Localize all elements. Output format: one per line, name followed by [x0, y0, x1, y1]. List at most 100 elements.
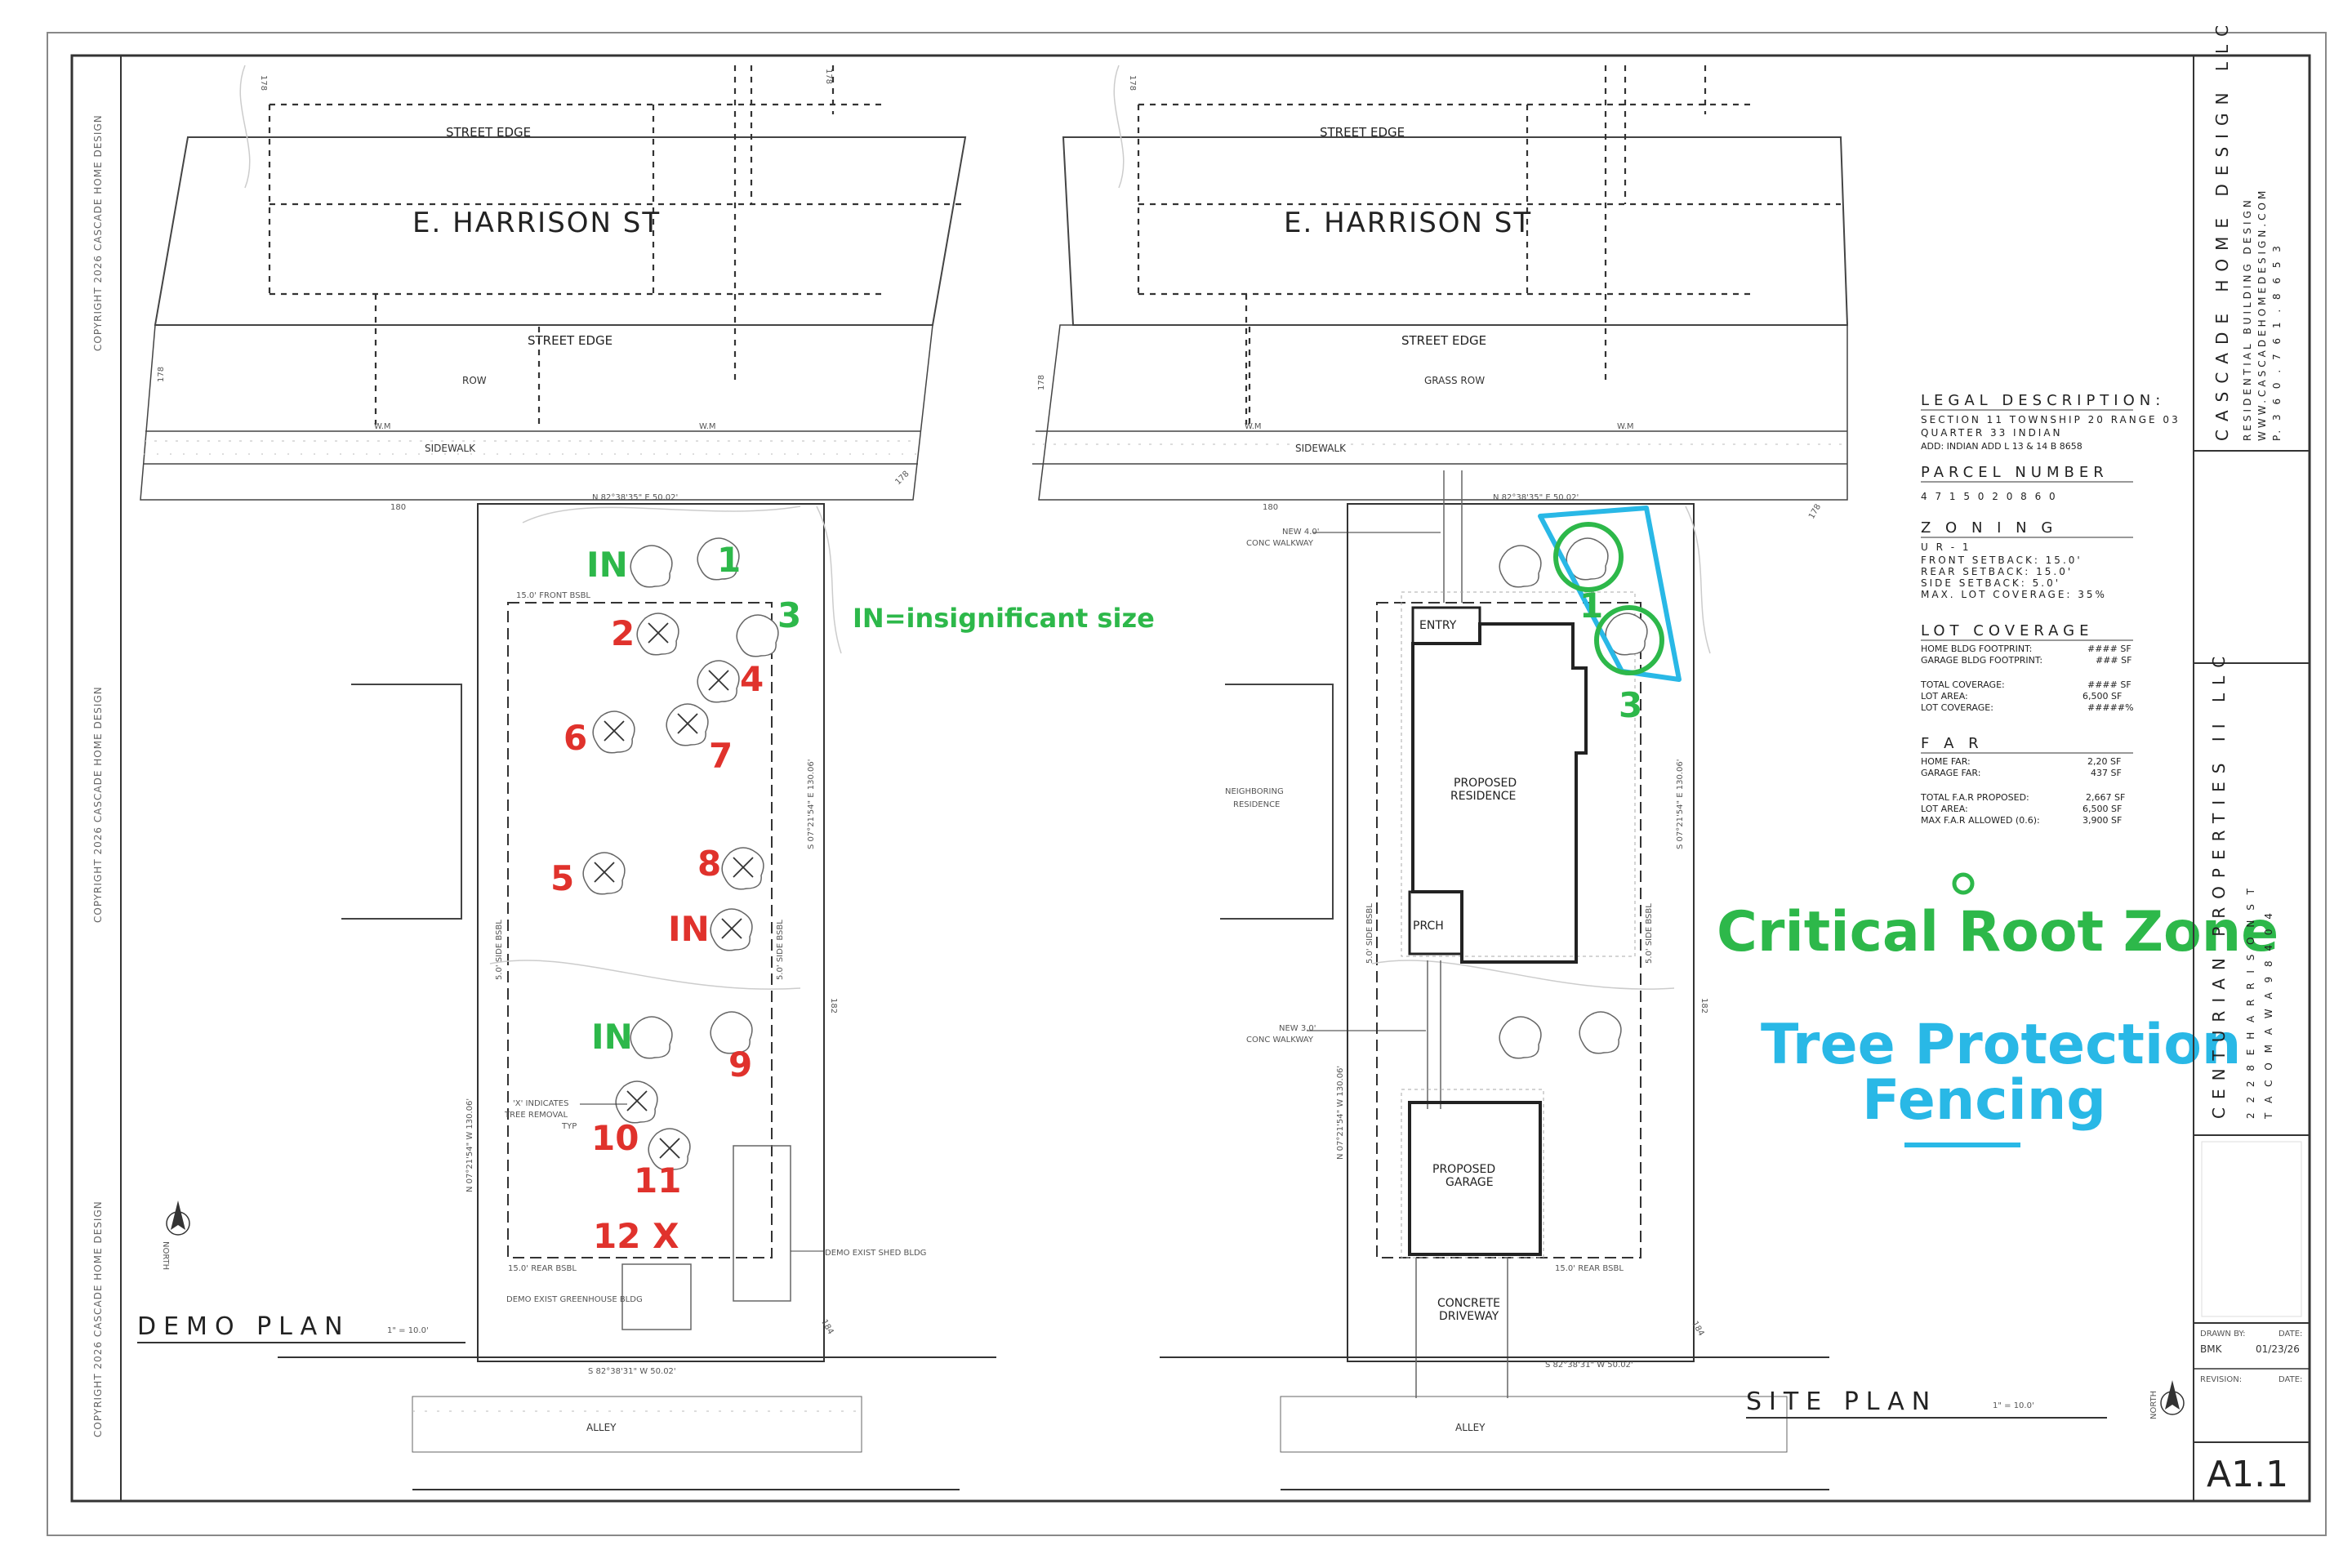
copyright-text: COPYRIGHT 2026 CASCADE HOME DESIGN	[92, 686, 104, 923]
lot-boundary	[1347, 503, 1695, 1362]
tree-removed	[697, 661, 739, 702]
tree-label-11: 11	[634, 1160, 681, 1200]
site-plan-scale: 1" = 10.0'	[1993, 1401, 2034, 1410]
tree-label-in: IN	[586, 545, 628, 585]
tree-label-2: 2	[611, 613, 635, 653]
alley-label: ALLEY	[1455, 1422, 1486, 1433]
water-meter-label: W.M	[1245, 422, 1262, 431]
elevation-label: 178	[1807, 502, 1823, 520]
far-heading: F A R	[1921, 735, 1984, 752]
rear-bsbl: 15.0' REAR BSBL	[508, 1264, 577, 1273]
project-city: T A C O M A W A 9 8 4 0 4	[2263, 910, 2274, 1120]
revision-label: REVISION:	[2200, 1375, 2242, 1384]
east-bearing: S 07°21'54" E 130.06'	[1676, 760, 1685, 849]
crz-legend-icon	[1952, 872, 1975, 895]
elevation-label: 184	[1690, 1320, 1705, 1338]
client-name: CENTURIAN PROPERTIES II LLC	[2209, 648, 2229, 1119]
sidewalk-label: SIDEWALK	[1295, 443, 1347, 454]
lot-line-label: LOT AREA:	[1921, 691, 1968, 702]
zoning-line: MAX. LOT COVERAGE: 35%	[1921, 589, 2107, 600]
company-phone: P. 3 6 0 . 7 6 1 . 8 6 5 3	[2271, 243, 2283, 441]
north-label: NORTH	[161, 1241, 170, 1270]
date-label: DATE:	[2278, 1330, 2302, 1339]
tree-label-in: IN	[668, 909, 710, 949]
drawn-by-label: DRAWN BY:	[2200, 1330, 2246, 1339]
elevation-label: 184	[819, 1318, 835, 1336]
north-bearing: N 82°38'35" E 50.02'	[592, 493, 678, 502]
copyright-fine-print	[2201, 1141, 2302, 1317]
zoning-heading: Z O N I N G	[1921, 519, 2057, 537]
company-name: CASCADE HOME DESIGN LLC	[2212, 17, 2232, 441]
tree-removed	[637, 613, 679, 655]
lot-line-value: #### SF	[2087, 644, 2132, 654]
elevation-label: 180	[1263, 503, 1278, 512]
tree-label-10: 10	[591, 1118, 639, 1158]
side-bsbl-right: 5.0' SIDE BSBL	[776, 920, 785, 980]
legal-description: LEGAL DESCRIPTION: SECTION 11 TOWNSHIP 2…	[1920, 392, 2178, 826]
west-bearing: N 07°21'54" W 130.06'	[466, 1098, 474, 1192]
proposed-garage	[1408, 1101, 1542, 1256]
tree	[1499, 1016, 1542, 1059]
zoning-line: REAR SETBACK: 15.0'	[1921, 566, 2073, 577]
demo-shed-label: DEMO EXIST SHED BLDG	[825, 1249, 926, 1258]
south-bearing: S 82°38'31" W 50.02'	[588, 1367, 676, 1376]
tree-removed	[616, 1081, 657, 1123]
water-meter-label: W.M	[374, 422, 391, 431]
elevation-label: 178	[259, 75, 268, 91]
tree-label-in: IN	[591, 1017, 633, 1057]
demo-greenhouse-label: DEMO EXIST GREENHOUSE BLDG	[506, 1295, 643, 1304]
site-plan: STREET EDGE E. HARRISON ST STREET EDGE G…	[1032, 65, 2185, 1490]
tree-label-3: 3	[777, 595, 801, 635]
sheet-outer-border	[47, 32, 2327, 1536]
tree-protection-label: Tree Protection	[1761, 1013, 2241, 1077]
side-bsbl-right: 5.0' SIDE BSBL	[1645, 903, 1654, 964]
annotation-legend: Critical Root Zone Tree Protection Fenci…	[1717, 872, 2278, 1147]
building-setback-line	[1376, 602, 1642, 1258]
demo-plan-scale: 1" = 10.0'	[387, 1326, 429, 1335]
tree-label-4: 4	[740, 659, 764, 699]
tree-removed	[722, 848, 764, 889]
lot-line-label: GARAGE BLDG FOOTPRINT:	[1921, 655, 2042, 666]
site-plan-title: SITE PLAN	[1746, 1388, 1937, 1416]
tree	[630, 545, 673, 588]
company-website: WWW.CASCADEHOMEDESIGN.COM	[2256, 188, 2268, 441]
demo-greenhouse-building	[621, 1263, 692, 1330]
lot-line-label: LOT COVERAGE:	[1921, 702, 1993, 713]
north-arrow-icon	[2160, 1380, 2185, 1415]
tree-label-1: 1	[1579, 586, 1603, 626]
tree-label-12: 12 X	[593, 1216, 679, 1256]
tree	[1579, 1011, 1622, 1054]
sheet-number: A1.1	[2207, 1454, 2288, 1495]
title-block: CASCADE HOME DESIGN LLC RESIDENTIAL BUIL…	[2193, 17, 2310, 1501]
tree-label-3: 3	[1619, 685, 1642, 725]
north-label: NORTH	[2149, 1391, 2158, 1419]
tree-protection-fence	[1538, 506, 1682, 682]
company-service: RESIDENTIAL BUILDING DESIGN	[2242, 197, 2253, 441]
parcel-number: 4 7 1 5 0 2 0 8 6 0	[1921, 491, 2058, 502]
elevation-label: 178	[893, 470, 911, 487]
row-strip	[140, 324, 933, 501]
tree	[736, 614, 779, 657]
zoning-code: U R - 1	[1921, 541, 1971, 553]
tree-label-1: 1	[717, 540, 741, 580]
elevation-label: 182	[829, 998, 838, 1013]
lot-line-value: #### SF	[2087, 679, 2132, 690]
far-line-label: TOTAL F.A.R PROPOSED:	[1920, 792, 2029, 803]
legal-line: QUARTER 33 INDIAN	[1921, 427, 2063, 439]
water-meter-label: W.M	[699, 422, 716, 431]
project-address: 2 2 2 8 E H A R R I S O N S T	[2245, 885, 2256, 1119]
lot-coverage-heading: LOT COVERAGE	[1921, 622, 2093, 639]
porch	[1408, 890, 1463, 956]
entry-label: ENTRY	[1419, 619, 1457, 632]
alley-label: ALLEY	[586, 1422, 617, 1433]
date-value: 01/23/26	[2256, 1343, 2300, 1355]
elevation-label: 178	[824, 69, 833, 84]
street-edge-bottom-label: STREET EDGE	[1401, 333, 1486, 348]
elevation-label: 178	[1128, 75, 1137, 91]
porch-label: PRCH	[1413, 920, 1444, 933]
